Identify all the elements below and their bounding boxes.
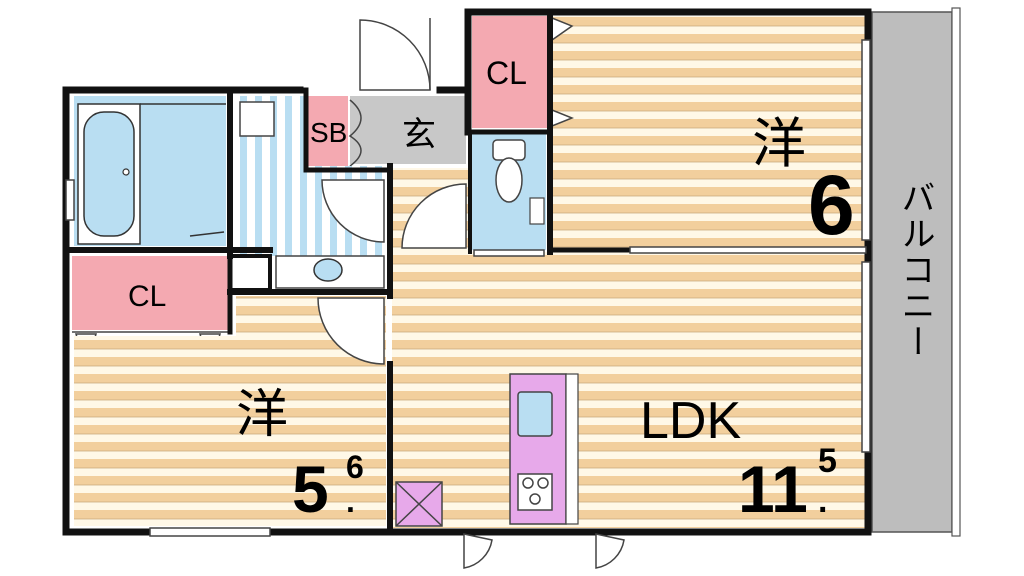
entrance: 玄	[350, 18, 466, 164]
toilet-room	[472, 132, 546, 250]
western-room-small-size-dec: 6	[346, 449, 364, 485]
washroom	[232, 96, 388, 289]
balcony-label: バルコニー	[896, 180, 934, 360]
toilet-icon	[495, 157, 523, 203]
western-room-large-size: 6	[808, 158, 855, 252]
svg-text:.: .	[346, 483, 355, 519]
windows	[65, 39, 871, 537]
entrance-label: 玄	[402, 116, 436, 154]
closet-left-label: CL	[128, 280, 166, 313]
western-room-large: 洋 6	[550, 16, 866, 252]
svg-text:.: .	[818, 482, 827, 520]
sink-icon	[313, 258, 343, 282]
ldk-size-dec: 5	[818, 442, 837, 480]
western-room-large-kanji: 洋	[752, 114, 806, 174]
western-room-small: 洋 5 6 .	[74, 296, 386, 526]
hallway	[392, 168, 468, 252]
western-room-small-size-int: 5	[292, 452, 329, 526]
shoe-box-label: SB	[310, 117, 347, 148]
shoe-box: SB	[308, 96, 362, 167]
exterior-doors	[463, 533, 625, 569]
ldk-size-int: 11	[738, 452, 808, 526]
kitchen-sink-icon	[517, 391, 553, 437]
bathtub-icon	[83, 111, 135, 237]
closet-top: CL	[472, 16, 575, 128]
balcony: バルコニー	[871, 7, 961, 537]
bathroom	[74, 96, 226, 246]
western-room-small-kanji: 洋	[236, 386, 288, 444]
walls	[62, 8, 872, 536]
ldk-room: LDK 11 5 .	[392, 252, 866, 528]
ldk-label: LDK	[640, 392, 741, 450]
closet-top-label: CL	[486, 55, 527, 91]
